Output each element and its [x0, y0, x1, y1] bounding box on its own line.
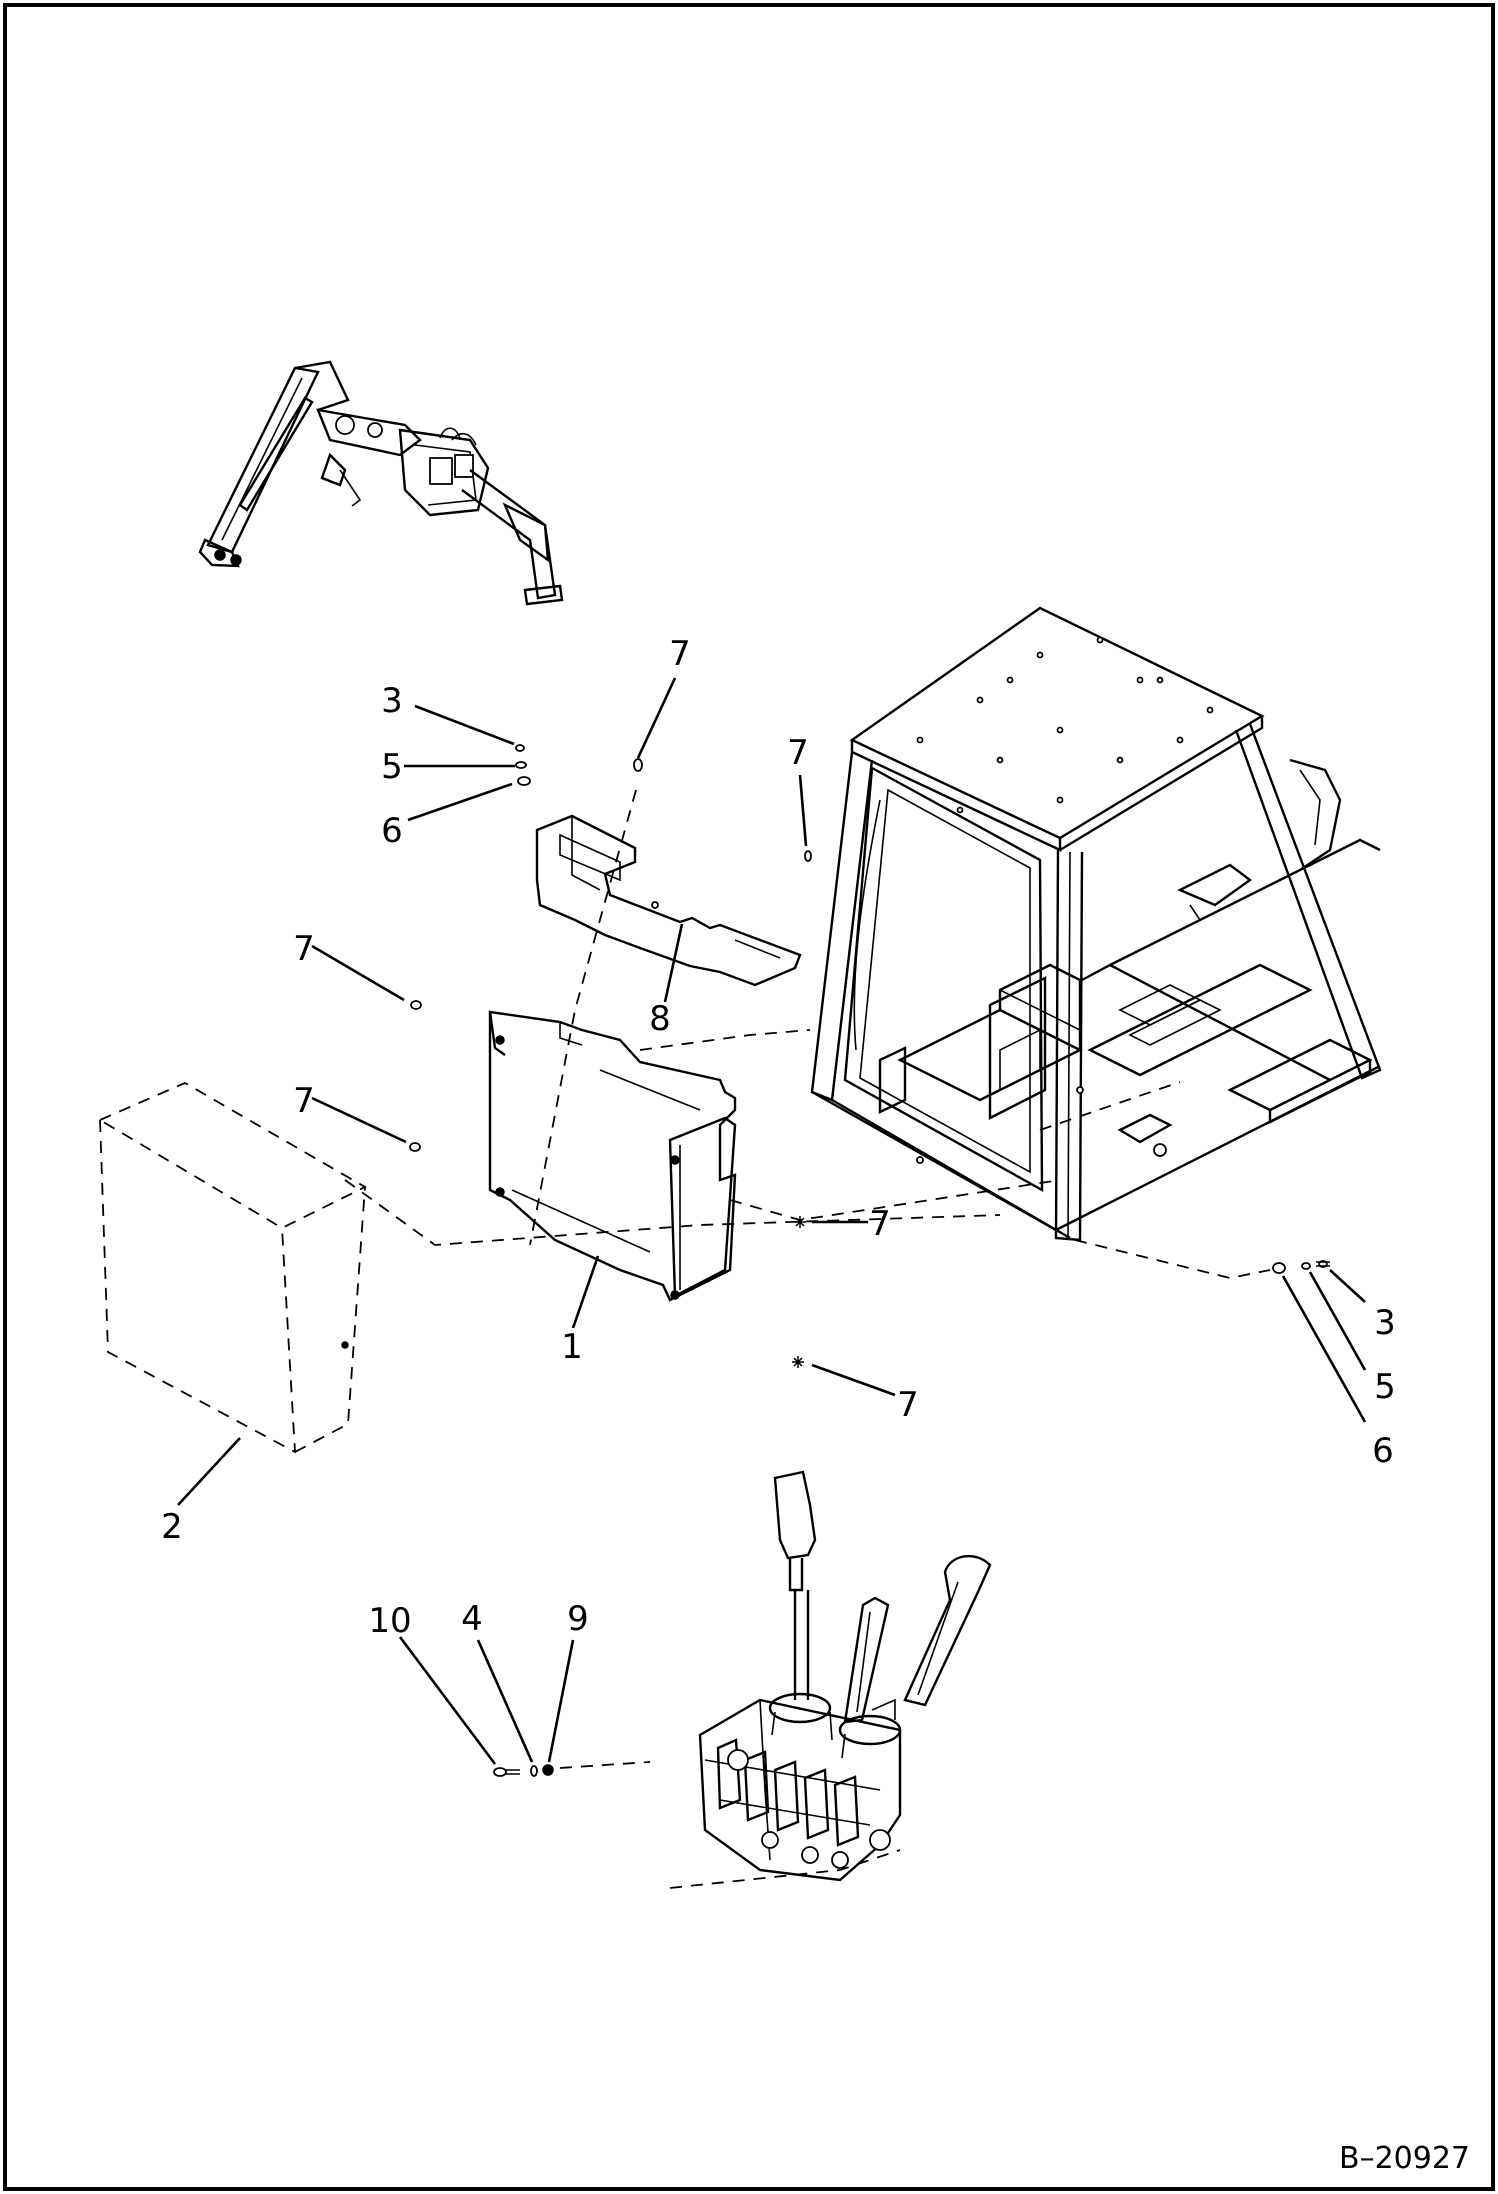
part-1-shroud [488, 1010, 737, 1302]
control-valve [698, 1470, 992, 1882]
leader-lines [177, 677, 1367, 1765]
part-2-cover [98, 1081, 367, 1454]
hardware-items [409, 744, 1330, 1777]
callout-3a: 3 [381, 681, 403, 721]
callout-6a: 6 [381, 811, 403, 851]
callout-3b: 3 [1374, 1303, 1396, 1343]
callout-7a: 7 [669, 634, 691, 674]
callout-9: 9 [567, 1599, 589, 1639]
callout-2: 2 [161, 1507, 183, 1547]
callout-7f: 7 [897, 1385, 919, 1425]
backhoe-thumbnail [198, 360, 564, 606]
callout-10: 10 [368, 1601, 411, 1641]
callout-5a: 5 [381, 747, 403, 787]
callout-7c: 7 [293, 929, 315, 969]
callout-7b: 7 [787, 733, 809, 773]
callout-1: 1 [561, 1327, 583, 1367]
drawing-border [3, 3, 1495, 2191]
callout-7e: 7 [869, 1204, 891, 1244]
assembly-lines [344, 789, 1271, 1889]
drawing-code: B–20927 [1339, 2141, 1470, 2176]
callout-7d: 7 [293, 1081, 315, 1121]
callout-6b: 6 [1372, 1431, 1394, 1471]
cab-frame [810, 606, 1382, 1242]
part-8-bracket [535, 814, 802, 987]
callout-4: 4 [461, 1599, 483, 1639]
callout-5b: 5 [1374, 1367, 1396, 1407]
callout-labels: 7 3 5 6 7 8 7 7 7 1 3 5 6 7 2 10 4 9 [161, 634, 1396, 1641]
callout-8: 8 [649, 999, 671, 1039]
